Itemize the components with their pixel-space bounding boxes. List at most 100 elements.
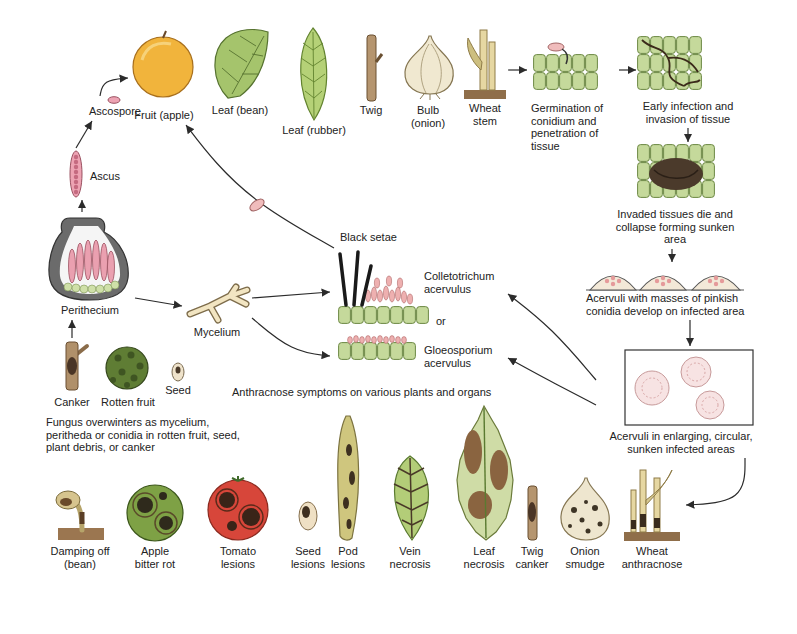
stage-caption: Wheat stem — [465, 102, 505, 127]
stage-caption: Seed lesions — [288, 545, 328, 570]
germination-picture — [562, 49, 567, 64]
invaded-tissue-picture — [637, 144, 715, 198]
leaf-necrosis-picture — [464, 430, 508, 519]
stage-caption: Gloeosporium acervulus — [424, 344, 508, 369]
germination-picture — [533, 43, 598, 90]
vein-necrosis-picture — [395, 456, 429, 540]
stage-node: Colletotrichum acervulus — [330, 248, 508, 328]
ascus-picture — [74, 165, 78, 169]
stage-caption: Ascospore — [80, 105, 150, 118]
colletotrichum-acervulus-picture — [401, 291, 406, 303]
stage-node: Gloeosporium acervulus — [330, 336, 508, 376]
perithecium-picture — [60, 226, 120, 294]
rotten-fruit-picture — [106, 347, 148, 389]
onion-smudge-picture — [580, 518, 585, 523]
colletotrichum-acervulus-picture — [371, 287, 376, 301]
stage-caption: Invaded tissues die and collapse forming… — [605, 208, 745, 246]
colletotrichum-acervulus-picture — [338, 306, 429, 324]
pod-lesions-picture — [347, 519, 352, 529]
twig-picture — [367, 35, 382, 101]
stage-caption: Germination of conidium and penetration … — [531, 102, 619, 152]
stage-node: Acervuli with masses of pinkish conidia … — [584, 262, 760, 320]
acervuli-domes-picture — [605, 276, 724, 286]
stage-caption: Bulb (onion) — [404, 104, 452, 129]
rubber-leaf-picture — [301, 28, 327, 120]
colletotrichum-acervulus-picture — [397, 278, 402, 288]
stage-node: Ascospore — [80, 96, 150, 121]
stage-caption: Twig canker — [512, 545, 552, 570]
cycle-arrow — [186, 125, 334, 248]
wheat-stem-picture — [480, 30, 487, 90]
stage-node: Twig canker — [512, 484, 552, 573]
onion-smudge-picture — [561, 478, 609, 540]
wheat-anthracnose-picture — [654, 518, 660, 528]
bean-leaf-picture — [222, 36, 264, 94]
stage-node: Onion smudge — [560, 476, 610, 573]
leaf-necrosis-picture — [464, 430, 482, 474]
colletotrichum-acervulus-picture — [383, 286, 388, 300]
bean-leaf-picture — [215, 30, 268, 98]
seed-lesions-picture — [299, 502, 317, 530]
onion-smudge-picture — [571, 507, 577, 513]
stage-caption: Leaf (rubber) — [278, 124, 350, 137]
wheat-anthracnose-picture — [654, 478, 660, 532]
stage-node: Leaf (bean) — [205, 28, 275, 120]
rotten-fruit-picture — [137, 363, 144, 370]
colletotrichum-acervulus-picture — [340, 252, 371, 305]
gloeosporium-acervulus-picture — [338, 342, 416, 360]
stage-node: Tomato lesions — [208, 478, 268, 573]
stage-caption: Early infection and invasion of tissue — [636, 100, 740, 125]
leaf-necrosis-picture — [468, 491, 492, 519]
apple-bitter-rot-picture — [133, 493, 157, 517]
rubber-leaf-picture — [301, 32, 325, 118]
infected-areas-picture — [635, 371, 669, 405]
ascus-picture — [74, 155, 78, 159]
seed-picture — [172, 363, 184, 381]
stage-caption: Perithecium — [45, 304, 135, 317]
onion-smudge-picture — [598, 522, 603, 527]
perithecium-picture — [64, 281, 119, 293]
label-anchor: Fungus overwinters as mycelium, perithed… — [46, 416, 242, 454]
twig-canker-picture — [528, 502, 536, 522]
stage-caption: Pod lesions — [330, 545, 366, 570]
stage-caption: Acervuli with masses of pinkish conidia … — [586, 292, 758, 317]
apple-fruit-picture — [142, 43, 171, 60]
stage-node: Canker — [50, 338, 94, 412]
cycle-arrow — [508, 358, 596, 405]
twig-canker-picture — [528, 486, 537, 540]
acervuli-domes-picture — [720, 279, 724, 283]
apple-bitter-rot-picture — [127, 485, 183, 541]
wheat-stem-picture — [464, 30, 506, 99]
conidium-picture — [248, 197, 266, 214]
seed-picture — [176, 367, 181, 374]
perithecium-picture — [80, 285, 88, 293]
rotten-fruit-picture — [115, 355, 122, 362]
invaded-tissue-picture — [649, 158, 703, 190]
canker-picture — [66, 342, 87, 390]
bean-leaf-picture — [215, 30, 268, 98]
stage-node: Early infection and invasion of tissue — [636, 36, 740, 128]
perithecium-picture — [108, 251, 115, 283]
wheat-anthracnose-picture — [631, 520, 636, 529]
mycelium-picture — [190, 287, 247, 320]
acervuli-domes-picture — [611, 282, 615, 286]
stage-caption: Acervuli in enlarging, circular, sunken … — [598, 430, 764, 455]
infected-areas-picture — [642, 378, 662, 398]
acervuli-domes-picture — [605, 279, 609, 283]
tomato-lesions-picture — [216, 489, 238, 511]
stage-node: Germination of conidium and penetration … — [527, 40, 619, 155]
ascus-picture — [74, 170, 78, 174]
onion-smudge-picture — [568, 524, 572, 528]
ascus-picture — [74, 180, 78, 184]
rubber-leaf-picture — [301, 28, 327, 120]
stage-node: Mycelium — [182, 282, 252, 342]
tomato-lesions-picture — [227, 521, 237, 531]
leaf-necrosis-picture — [457, 406, 513, 540]
gloeosporium-acervulus-picture — [348, 336, 407, 344]
rotten-fruit-picture — [110, 352, 144, 389]
perithecium-picture — [69, 249, 76, 283]
leaf-necrosis-picture — [457, 406, 513, 540]
tomato-lesions-picture — [208, 480, 268, 540]
tomato-lesions-picture — [242, 508, 260, 526]
